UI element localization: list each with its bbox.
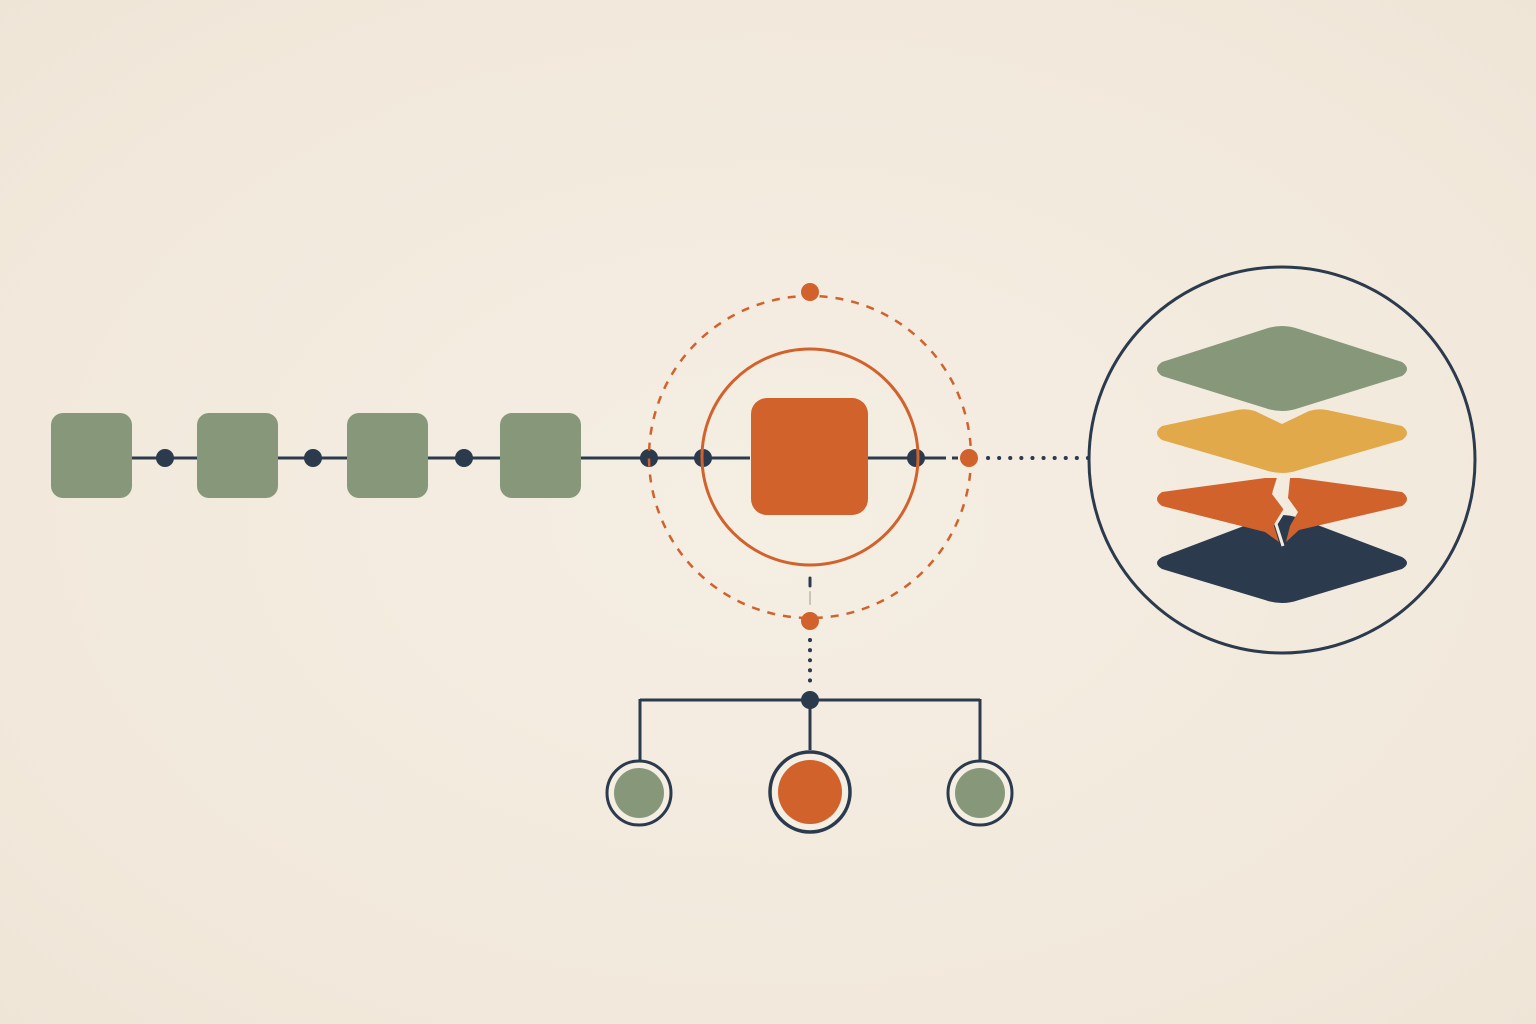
- stage-block-4: [500, 413, 581, 498]
- crack-icon: [1272, 469, 1288, 547]
- orbit-marker-top: [801, 283, 819, 301]
- connector-node: [640, 449, 658, 467]
- layer-orange-left: [1157, 478, 1284, 542]
- branch-hub-node: [801, 691, 819, 709]
- layer-yellow: [1157, 409, 1407, 473]
- connector-node: [156, 449, 174, 467]
- orbit-marker-bottom: [801, 612, 819, 630]
- branch-leaf-center: [768, 750, 852, 834]
- magnifier-circle: [1087, 265, 1477, 655]
- stage-block-1: [51, 413, 132, 498]
- branch-leaf-right: [946, 759, 1014, 827]
- highlighted-stage-block: [751, 398, 868, 515]
- layer-green: [1157, 326, 1407, 411]
- connector-node: [455, 449, 473, 467]
- focus-ring: [700, 347, 920, 567]
- stage-block-3: [347, 413, 428, 498]
- stage-block-2: [197, 413, 278, 498]
- connector-node: [907, 449, 925, 467]
- highlighted-stage-group: [647, 283, 978, 630]
- layer-navy: [1157, 515, 1407, 603]
- layer-orange-right: [1286, 478, 1407, 542]
- branch-leaf-left: [605, 759, 673, 827]
- connector-node: [304, 449, 322, 467]
- magnified-layer-stack: [1087, 265, 1477, 655]
- orbit-marker-right: [960, 449, 978, 467]
- branch-tree: [638, 691, 982, 762]
